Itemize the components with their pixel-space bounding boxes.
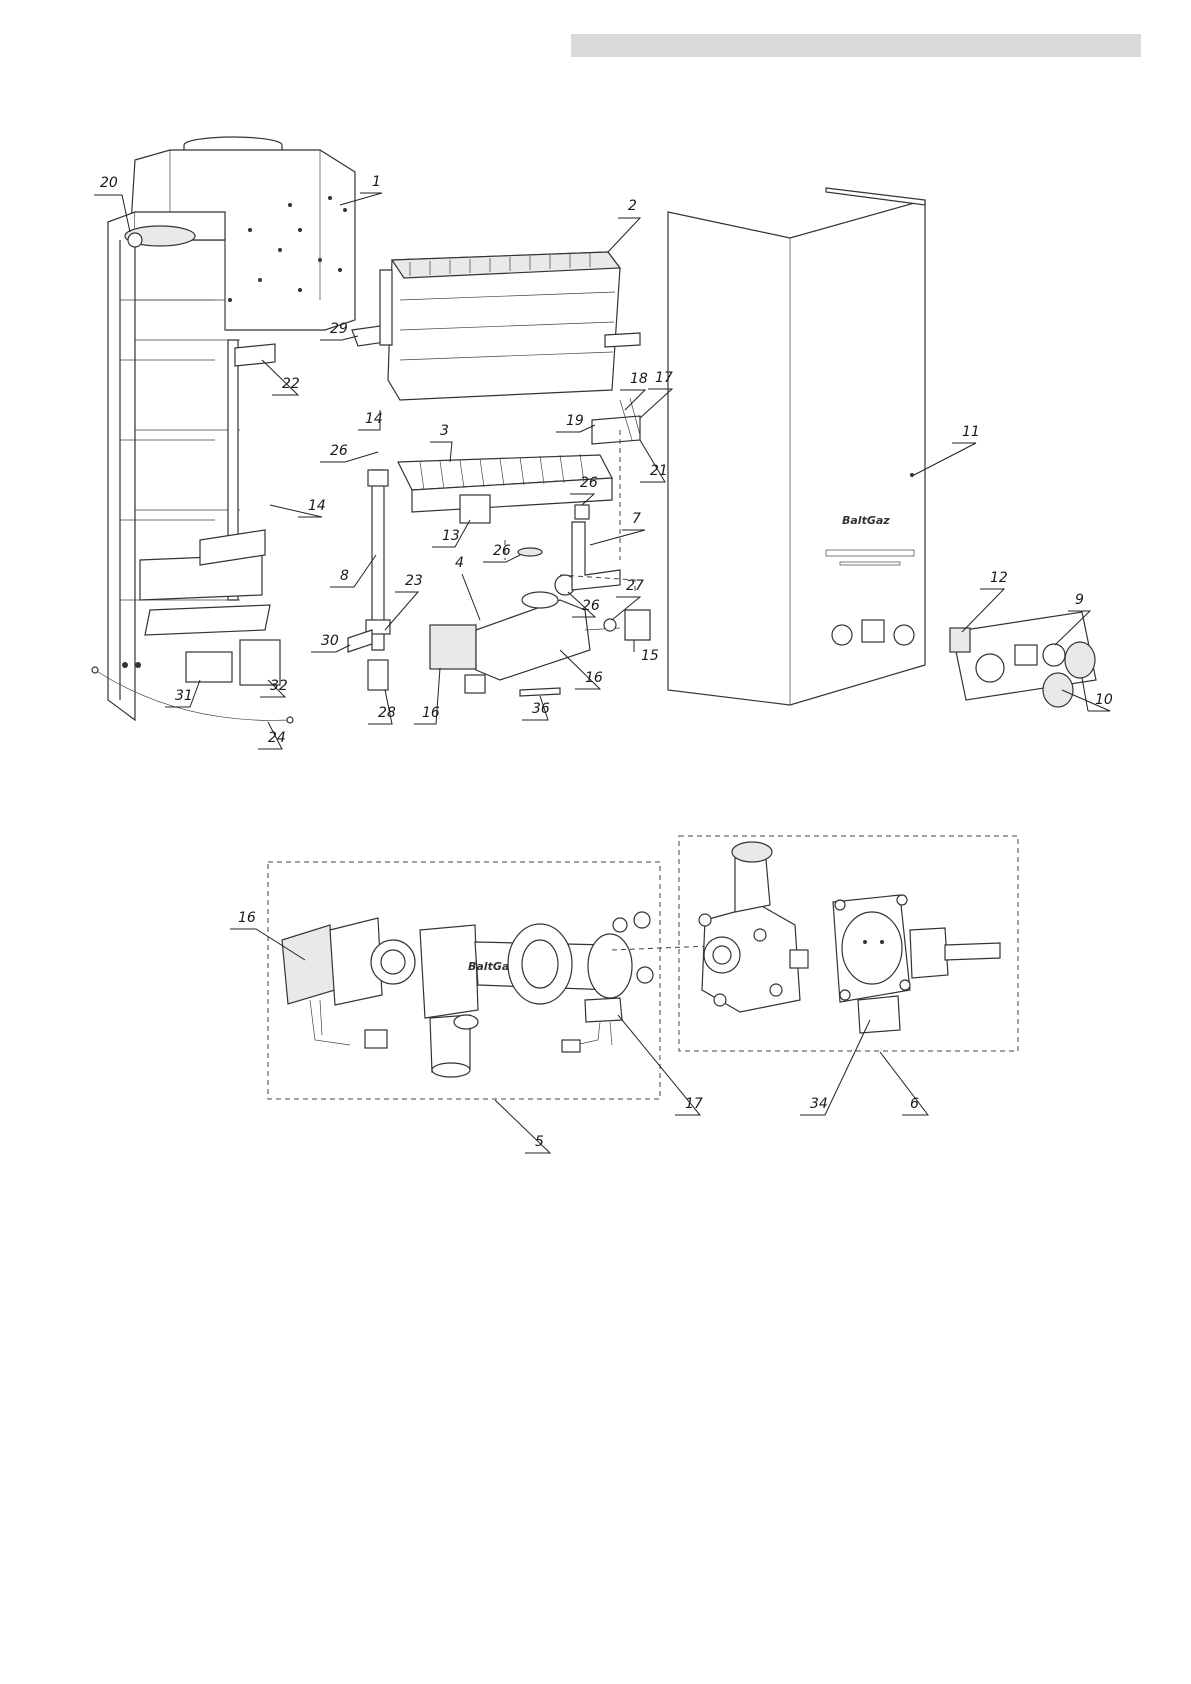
burner-assembly xyxy=(397,453,613,524)
callout-33: 32 xyxy=(270,678,288,694)
valve-logo: BaltGaz xyxy=(468,960,516,973)
detail-callout-34: 34 xyxy=(810,1096,828,1112)
callout-10: 10 xyxy=(1095,692,1113,708)
part-16-solenoid xyxy=(429,624,477,670)
callout-27: 26 xyxy=(582,598,600,614)
callout-32: 31 xyxy=(175,688,193,704)
callout-2: 2 xyxy=(628,198,637,214)
detail-callout-6: 6 xyxy=(910,1096,919,1112)
callout-13: 13 xyxy=(442,528,460,544)
callout-9: 9 xyxy=(1075,592,1084,608)
callout-19: 18 xyxy=(630,371,648,387)
callout-29: 27 xyxy=(626,578,644,594)
part-12-clip xyxy=(949,627,971,653)
callout-14a: 14 xyxy=(365,411,383,427)
assembly-6-box xyxy=(678,835,1019,1052)
callout-20: 19 xyxy=(566,413,584,429)
callout-17: 16 xyxy=(585,670,603,686)
control-panel xyxy=(949,611,1097,708)
part-10-knob-a xyxy=(1064,641,1096,679)
detail-callout-5: 5 xyxy=(535,1134,544,1150)
callout-4: 4 xyxy=(455,555,464,571)
callout-3: 3 xyxy=(440,423,449,439)
callout-22: 20 xyxy=(100,175,118,191)
part-32-sensor xyxy=(185,651,233,683)
detail-callout-16: 16 xyxy=(238,910,256,926)
callout-35: 30 xyxy=(321,633,339,649)
callout-28: 26 xyxy=(493,543,511,559)
callout-23: 22 xyxy=(282,376,300,392)
callout-12: 12 xyxy=(990,570,1008,586)
callout-7: 7 xyxy=(632,511,641,527)
callout-31: 29 xyxy=(330,321,348,337)
callout-26b: 26 xyxy=(580,475,598,491)
part-10-knob-b xyxy=(1042,672,1074,708)
ignition-electrodes xyxy=(591,397,641,445)
callout-14b: 14 xyxy=(308,498,326,514)
frame-and-flue-hood xyxy=(107,136,386,722)
top-callouts: 20 1 2 3 18 17 19 21 29 22 14 26 14 13 2… xyxy=(94,174,1113,750)
casing-logo: BaltGaz xyxy=(842,514,890,527)
part-33-block xyxy=(239,639,281,686)
callout-25: 23 xyxy=(405,573,423,589)
header-bar xyxy=(571,34,1141,57)
callout-26a: 26 xyxy=(330,443,348,459)
callout-24: 24 xyxy=(268,730,286,746)
callout-18: 17 xyxy=(655,370,673,386)
casing-front-cover: BaltGaz xyxy=(667,187,926,706)
water-pipe xyxy=(347,469,391,691)
detail-callout-17: 17 xyxy=(685,1096,703,1112)
gas-valve-assembly xyxy=(429,504,651,697)
callout-36: 36 xyxy=(532,701,550,717)
callout-16: 16 xyxy=(422,705,440,721)
callout-15: 15 xyxy=(641,648,659,664)
callout-11: 11 xyxy=(962,424,980,440)
callout-1: 1 xyxy=(372,174,381,190)
heat-exchanger xyxy=(379,251,641,401)
callout-30: 28 xyxy=(378,705,396,721)
callout-8: 8 xyxy=(340,568,349,584)
valve-detail-view: BaltGaz 16 17 34 xyxy=(230,835,1019,1154)
